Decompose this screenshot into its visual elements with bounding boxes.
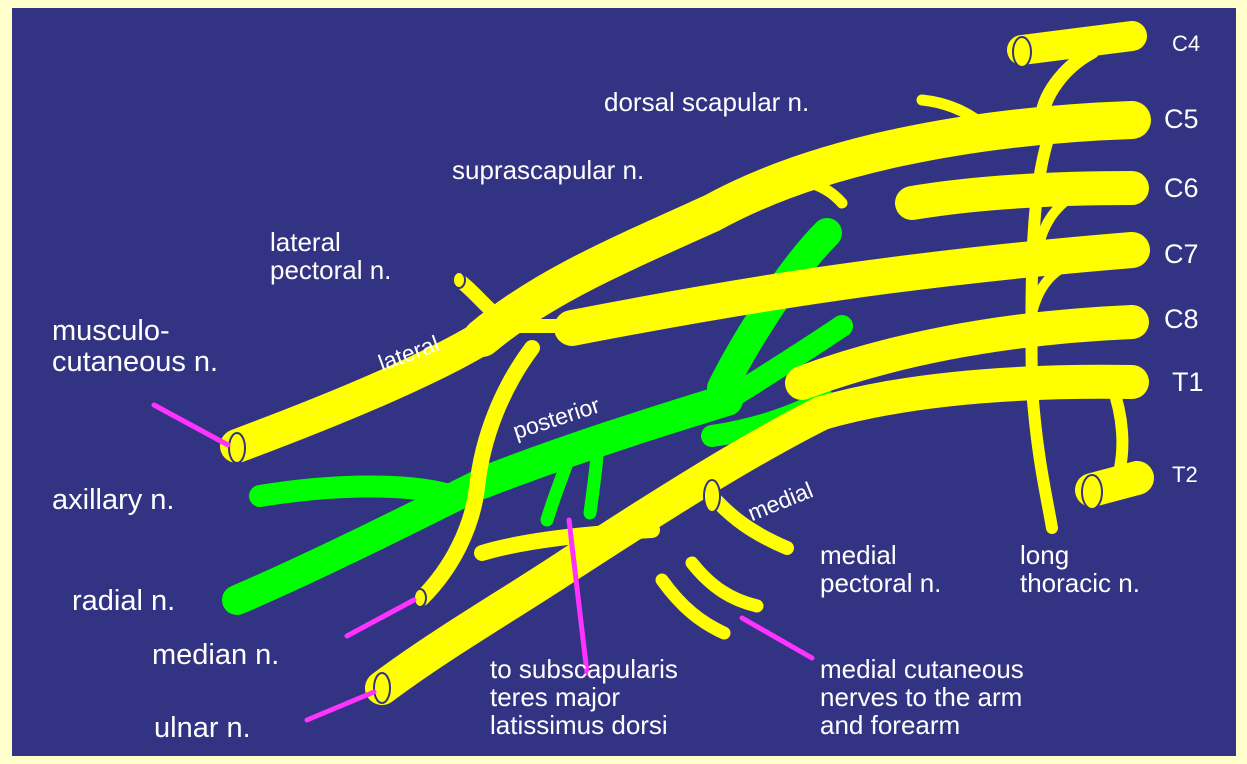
pointer-ulnar — [307, 692, 374, 720]
label-c7: C7 — [1164, 240, 1199, 269]
pointer-musculocutaneous — [154, 405, 228, 445]
label-musculocutaneous-line2: cutaneous n. — [52, 347, 218, 378]
root-c4 — [1022, 36, 1132, 50]
medial-cutaneous-2 — [692, 563, 757, 606]
label-median: median n. — [152, 640, 279, 671]
label-medial-cutaneous-line3: and forearm — [820, 711, 1024, 739]
label-c5: C5 — [1164, 105, 1199, 134]
label-axillary: axillary n. — [52, 485, 175, 516]
axillary-nerve — [260, 487, 452, 496]
label-t1: T1 — [1172, 368, 1204, 397]
lateral-cord — [237, 338, 482, 446]
median-end — [414, 589, 426, 607]
label-c6: C6 — [1164, 174, 1199, 203]
label-medial-pectoral-line2: pectoral n. — [820, 569, 941, 597]
label-lateral-pectoral-line1: lateral — [270, 228, 391, 256]
label-medial-cutaneous-line1: medial cutaneous — [820, 655, 1024, 683]
label-suprascapular: suprascapular n. — [452, 156, 644, 184]
nerve-group — [237, 36, 1137, 688]
label-medial-pectoral-line1: medial — [820, 541, 941, 569]
musculocutaneous-end — [229, 433, 245, 463]
label-t2: T2 — [1172, 463, 1198, 487]
t2-loop — [1112, 386, 1122, 468]
pointer-median — [347, 600, 414, 636]
label-long-thoracic-line2: thoracic n. — [1020, 569, 1140, 597]
label-dorsal-scapular: dorsal scapular n. — [604, 88, 809, 116]
c4-end — [1013, 37, 1031, 67]
ulnar-end — [374, 673, 390, 703]
root-t1 — [822, 382, 1132, 413]
pointer-medial-cutaneous — [742, 618, 812, 658]
label-c8: C8 — [1164, 305, 1199, 334]
medial-pectoral-end — [704, 480, 720, 512]
lateral-pectoral-end — [453, 272, 465, 288]
label-ulnar: ulnar n. — [154, 713, 251, 744]
label-c4: C4 — [1172, 32, 1200, 56]
label-lateral-pectoral: lateral pectoral n. — [270, 228, 391, 284]
label-medial-pectoral: medial pectoral n. — [820, 541, 941, 597]
label-subscapular-group: to subscapularis teres major latissimus … — [490, 655, 678, 739]
label-subscapular-line2: teres major — [490, 683, 678, 711]
subscap-branch-2 — [590, 456, 597, 513]
label-medial-cutaneous: medial cutaneous nerves to the arm and f… — [820, 655, 1024, 739]
label-subscapular-line3: latissimus dorsi — [490, 711, 678, 739]
label-long-thoracic: long thoracic n. — [1020, 541, 1140, 597]
label-radial: radial n. — [72, 586, 175, 617]
t2-end — [1082, 475, 1102, 509]
label-musculocutaneous: musculo- cutaneous n. — [52, 316, 218, 379]
label-long-thoracic-line1: long — [1020, 541, 1140, 569]
label-lateral-pectoral-line2: pectoral n. — [270, 256, 391, 284]
root-c6 — [912, 188, 1132, 203]
label-medial-cutaneous-line2: nerves to the arm — [820, 683, 1024, 711]
label-subscapular-line1: to subscapularis — [490, 655, 678, 683]
label-musculocutaneous-line1: musculo- — [52, 316, 218, 347]
diagram-frame: C4 C5 C6 C7 C8 T1 T2 lateral posterior m… — [12, 8, 1236, 756]
